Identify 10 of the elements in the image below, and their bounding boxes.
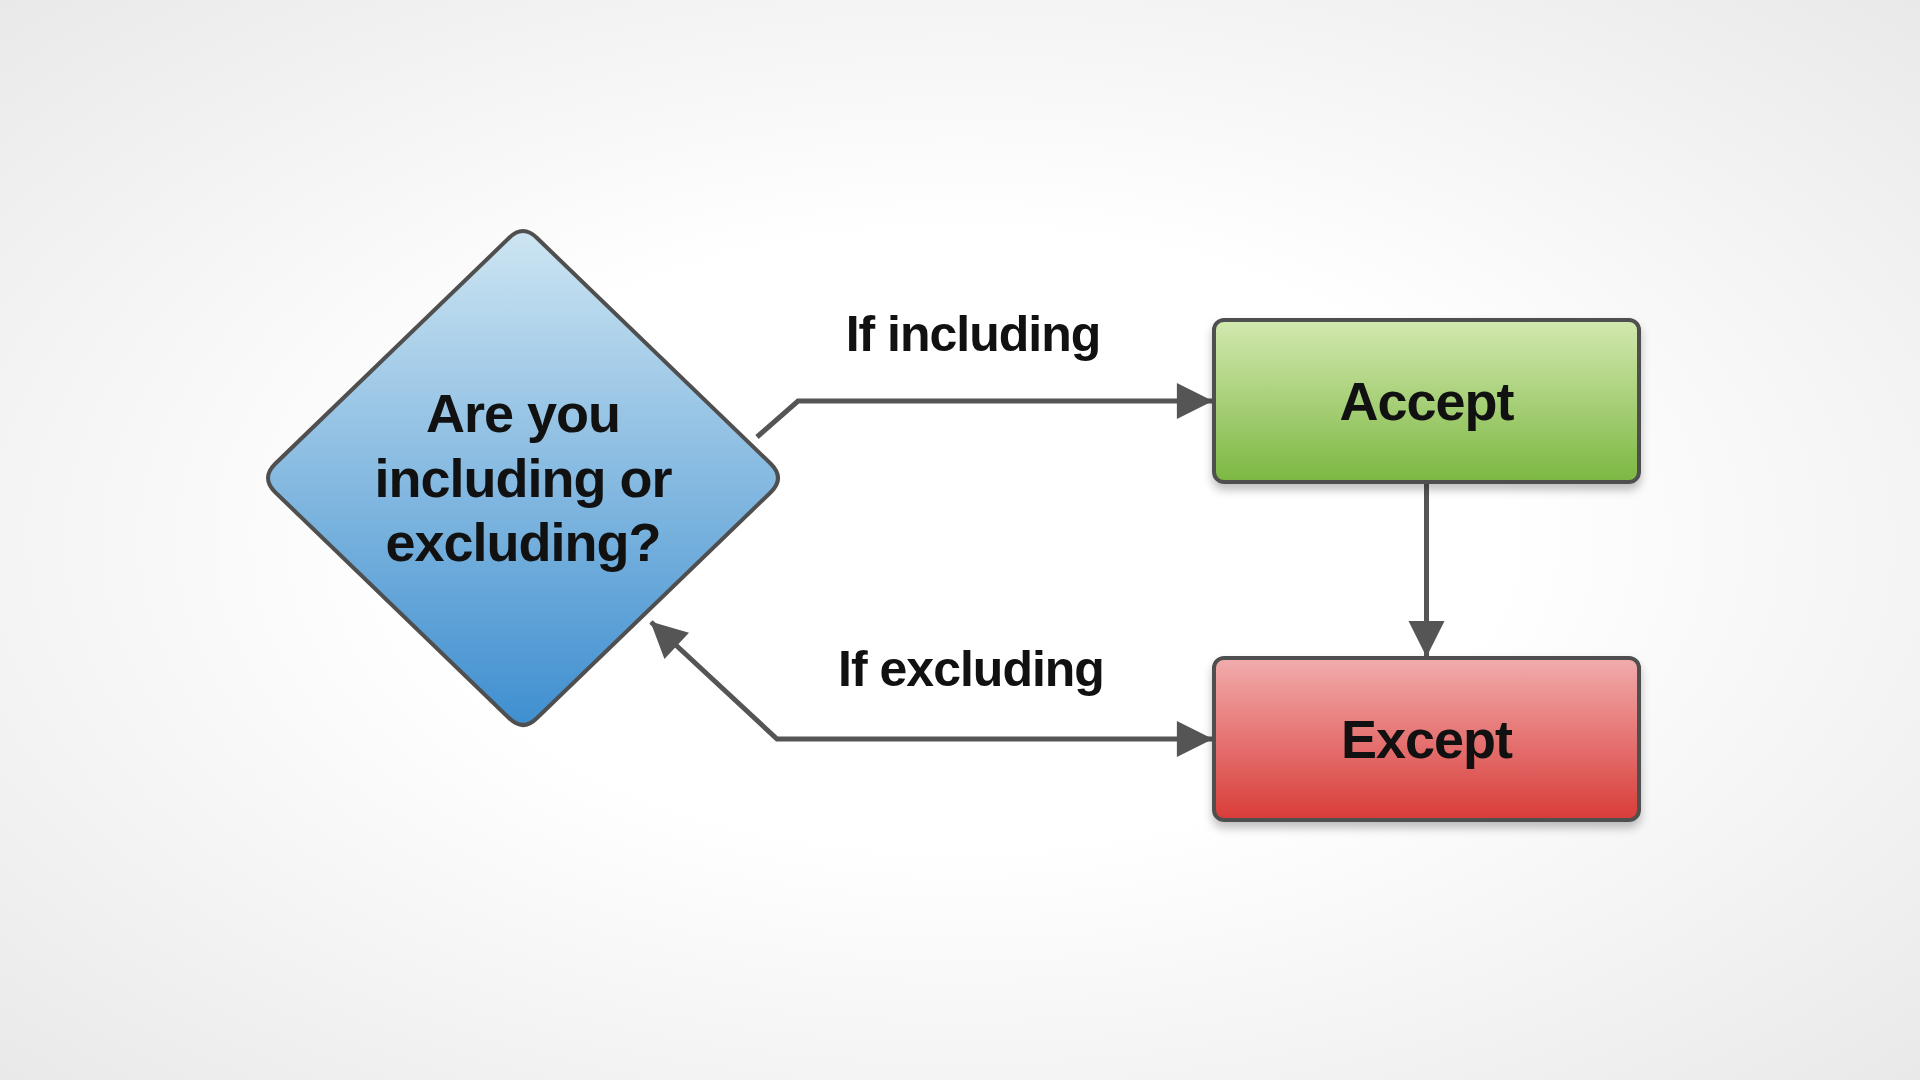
arrow	[1408, 484, 1445, 657]
arrow	[755, 383, 1213, 439]
edge-label: If excluding	[838, 640, 1104, 698]
node-label: Except	[1340, 707, 1513, 771]
arrow	[649, 620, 1213, 757]
node-label: Are you including or excluding?	[373, 381, 673, 575]
process-box	[1212, 318, 1641, 484]
node-label: Accept	[1339, 369, 1514, 433]
process-box	[1212, 656, 1641, 822]
edge-label: If including	[845, 305, 1101, 363]
